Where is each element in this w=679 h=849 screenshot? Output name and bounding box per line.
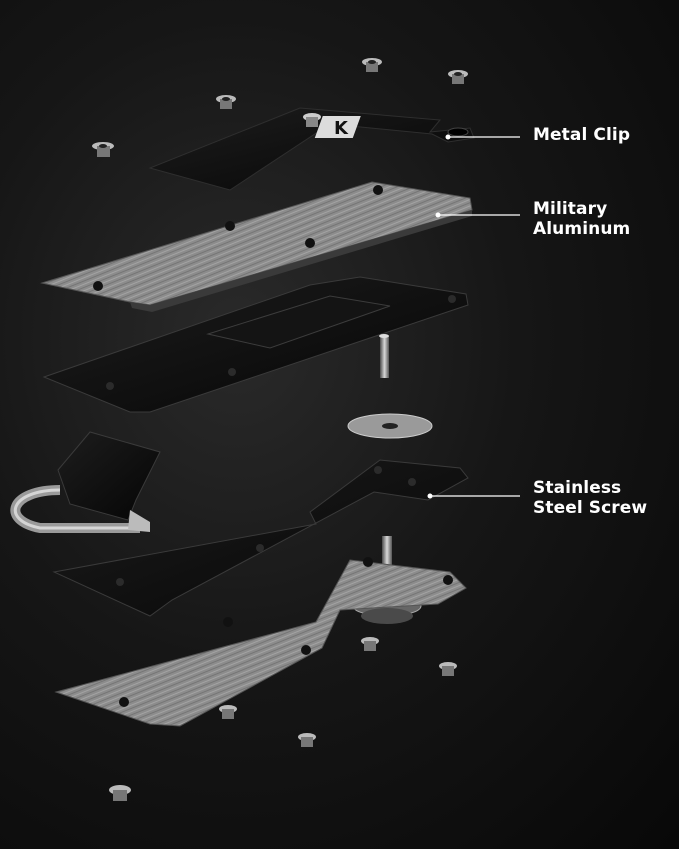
- screw-on-clip: [303, 113, 321, 127]
- callout-military-aluminum: [435, 212, 520, 218]
- nut-top-4: [92, 142, 114, 157]
- label-military-aluminum-line1: Military: [533, 199, 608, 219]
- nut-bottom-5: [109, 785, 131, 801]
- callout-stainless-screw: [427, 493, 520, 499]
- callout-metal-clip: [445, 134, 520, 140]
- black-plate-lower-part: [52, 459, 469, 617]
- nut-top-1: [362, 58, 382, 72]
- washer-part: [347, 413, 433, 439]
- label-metal-clip: Metal Clip: [533, 125, 630, 145]
- pin: [380, 336, 389, 378]
- nut-bottom-3: [219, 705, 237, 719]
- label-stainless-screw-line1: Stainless: [533, 478, 622, 498]
- label-stainless-screw-line2: Steel Screw: [533, 498, 648, 518]
- label-military-aluminum-line2: Aluminum: [533, 219, 631, 239]
- d-ring-part: [10, 431, 161, 533]
- k-logo-icon: K: [314, 116, 361, 139]
- nut-top-3: [216, 95, 236, 109]
- aluminum-base-part: [54, 557, 467, 727]
- nut-bottom-1: [361, 637, 379, 651]
- svg-text:K: K: [334, 118, 349, 139]
- label-stainless-screw: Stainless Steel Screw: [533, 478, 647, 518]
- black-plate-window-part: [42, 276, 469, 413]
- metal-clip-part: K: [148, 107, 475, 191]
- nut-top-2: [448, 70, 468, 84]
- nut-bottom-2: [439, 662, 457, 676]
- aluminum-plate-part: [40, 181, 473, 312]
- label-metal-clip-line1: Metal Clip: [533, 125, 631, 145]
- nut-bottom-4: [298, 733, 316, 747]
- label-military-aluminum: Military Aluminum: [533, 199, 630, 239]
